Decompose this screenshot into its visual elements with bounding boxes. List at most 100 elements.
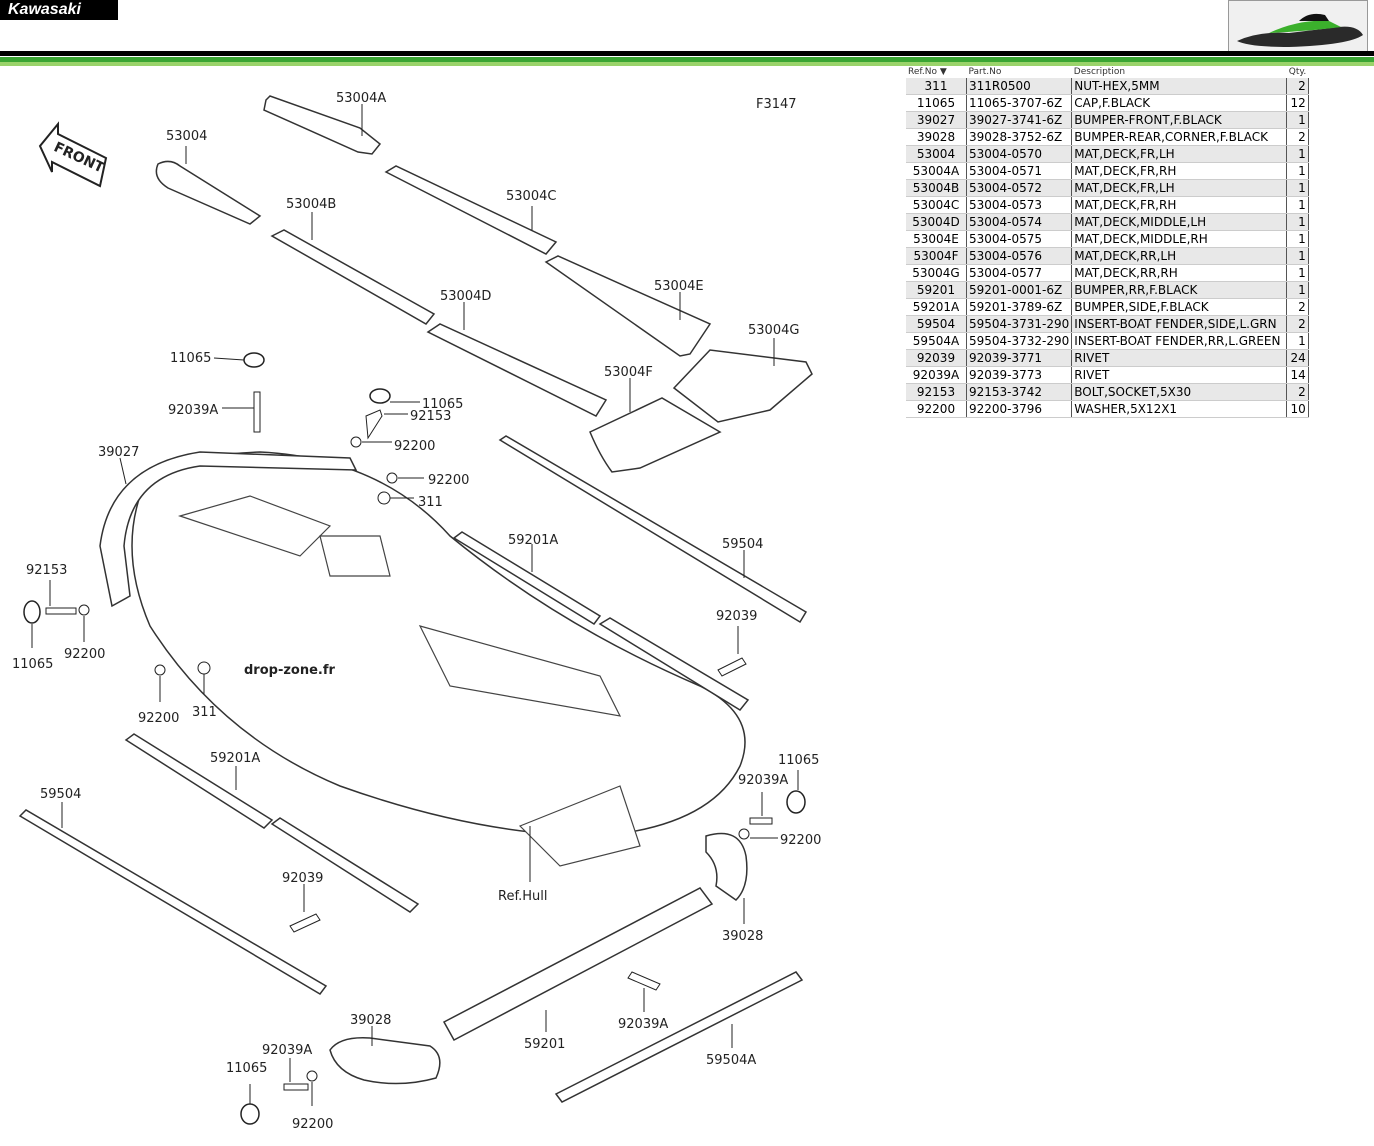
label-53004F: 53004F bbox=[604, 365, 653, 380]
rivet-92039-left: 92039 bbox=[282, 871, 323, 933]
svg-text:92200: 92200 bbox=[428, 473, 469, 488]
cell-ref: 53004A bbox=[906, 162, 967, 180]
svg-text:11065: 11065 bbox=[12, 657, 53, 672]
cell-desc: MAT,DECK,MIDDLE,RH bbox=[1071, 230, 1287, 248]
svg-text:311: 311 bbox=[418, 495, 443, 510]
label-53004E: 53004E bbox=[654, 279, 704, 294]
cell-ref: 53004G bbox=[906, 264, 967, 282]
cell-part-no: 53004-0572 bbox=[965, 179, 1072, 197]
fender-59504A-rear bbox=[554, 971, 804, 1103]
cell-part-no: 11065-3707-6Z bbox=[965, 94, 1072, 112]
cell-desc: BUMPER,SIDE,F.BLACK bbox=[1071, 298, 1287, 316]
cell-desc: BUMPER,RR,F.BLACK bbox=[1071, 281, 1287, 299]
cell-desc: MAT,DECK,FR,RH bbox=[1071, 196, 1287, 214]
svg-text:92200: 92200 bbox=[394, 439, 435, 454]
cell-desc: MAT,DECK,FR,LH bbox=[1071, 179, 1287, 197]
cell-desc: MAT,DECK,RR,RH bbox=[1071, 264, 1287, 282]
cell-qty: 24 bbox=[1286, 349, 1309, 367]
exploded-parts-diagram: F3147 FRONT 53004 53004A 53004B 53004C 5… bbox=[12, 91, 821, 1132]
cell-ref: 11065 bbox=[906, 94, 967, 112]
cell-qty: 1 bbox=[1286, 230, 1309, 248]
svg-text:11065: 11065 bbox=[422, 397, 463, 412]
cell-desc: RIVET bbox=[1071, 366, 1287, 384]
fasteners-upper: 11065 92039A 11065 92153 92200 92200 311 bbox=[168, 351, 469, 510]
label-53004D: 53004D bbox=[440, 289, 491, 304]
cell-ref: 311 bbox=[906, 78, 967, 95]
cell-qty: 1 bbox=[1286, 179, 1309, 197]
cell-ref: 53004B bbox=[906, 179, 967, 197]
label-53004A: 53004A bbox=[336, 91, 386, 106]
cell-ref: 53004D bbox=[906, 213, 967, 231]
sort-arrow-icon[interactable]: ▼ bbox=[939, 67, 947, 77]
cell-ref: 92200 bbox=[906, 400, 967, 418]
header-part-no: Part.No bbox=[968, 67, 1002, 77]
cell-part-no: 92153-3742 bbox=[965, 383, 1072, 401]
header-divider bbox=[0, 51, 1374, 56]
cell-part-no: 59504-3732-290 bbox=[965, 332, 1072, 350]
cell-ref: 59504A bbox=[906, 332, 967, 350]
cell-part-no: 59201-3789-6Z bbox=[965, 298, 1072, 316]
cell-qty: 2 bbox=[1286, 128, 1309, 146]
cell-part-no: 53004-0574 bbox=[965, 213, 1072, 231]
cell-desc: BOLT,SOCKET,5X30 bbox=[1071, 383, 1287, 401]
cell-qty: 1 bbox=[1286, 281, 1309, 299]
hull-label: Ref.Hull bbox=[498, 889, 547, 904]
cell-desc: BUMPER-FRONT,F.BLACK bbox=[1071, 111, 1287, 129]
mat-53004D bbox=[426, 323, 608, 417]
cell-qty: 1 bbox=[1286, 247, 1309, 265]
cell-part-no: 53004-0576 bbox=[965, 247, 1072, 265]
rear-right-parts: 11065 92039A 92200 bbox=[738, 753, 821, 848]
bumper-59201A-left bbox=[124, 733, 274, 829]
cell-desc: MAT,DECK,MIDDLE,LH bbox=[1071, 213, 1287, 231]
svg-text:92153: 92153 bbox=[410, 409, 451, 424]
cell-ref: 53004F bbox=[906, 247, 967, 265]
kawasaki-logo: Kawasaki bbox=[0, 0, 118, 20]
cell-qty: 1 bbox=[1286, 213, 1309, 231]
cell-part-no: 39027-3741-6Z bbox=[965, 111, 1072, 129]
cell-part-no: 39028-3752-6Z bbox=[965, 128, 1072, 146]
fasteners-left: 92153 11065 92200 92200 311 bbox=[12, 563, 217, 726]
table-header-row: Ref.No ▼ Part.No Description Qty. bbox=[906, 66, 1308, 78]
cell-part-no: 53004-0570 bbox=[965, 145, 1072, 163]
mat-53004C bbox=[384, 165, 558, 255]
mat-callouts: 53004 53004A 53004B 53004C 53004D 53004E… bbox=[166, 91, 799, 412]
green-stripe bbox=[0, 57, 1374, 62]
svg-text:92039A: 92039A bbox=[168, 403, 218, 418]
label-53004C: 53004C bbox=[506, 189, 556, 204]
label-53004B: 53004B bbox=[286, 197, 336, 212]
cell-ref: 59201 bbox=[906, 281, 967, 299]
svg-text:92200: 92200 bbox=[780, 833, 821, 848]
fender-59504-right bbox=[498, 435, 808, 624]
svg-text:11065: 11065 bbox=[226, 1061, 267, 1076]
rivet-92039-right: 92039 bbox=[716, 609, 757, 677]
cell-qty: 2 bbox=[1286, 383, 1309, 401]
cell-desc: INSERT-BOAT FENDER,RR,L.GREEN bbox=[1071, 332, 1287, 350]
cell-qty: 10 bbox=[1286, 400, 1309, 418]
header-ref-no[interactable]: Ref.No ▼ bbox=[908, 67, 947, 77]
mat-53004E bbox=[544, 255, 712, 357]
mat-53004F bbox=[589, 397, 722, 473]
label-53004: 53004 bbox=[166, 129, 207, 144]
jetski-thumbnail[interactable] bbox=[1228, 0, 1368, 52]
cell-desc: WASHER,5X12X1 bbox=[1071, 400, 1287, 418]
